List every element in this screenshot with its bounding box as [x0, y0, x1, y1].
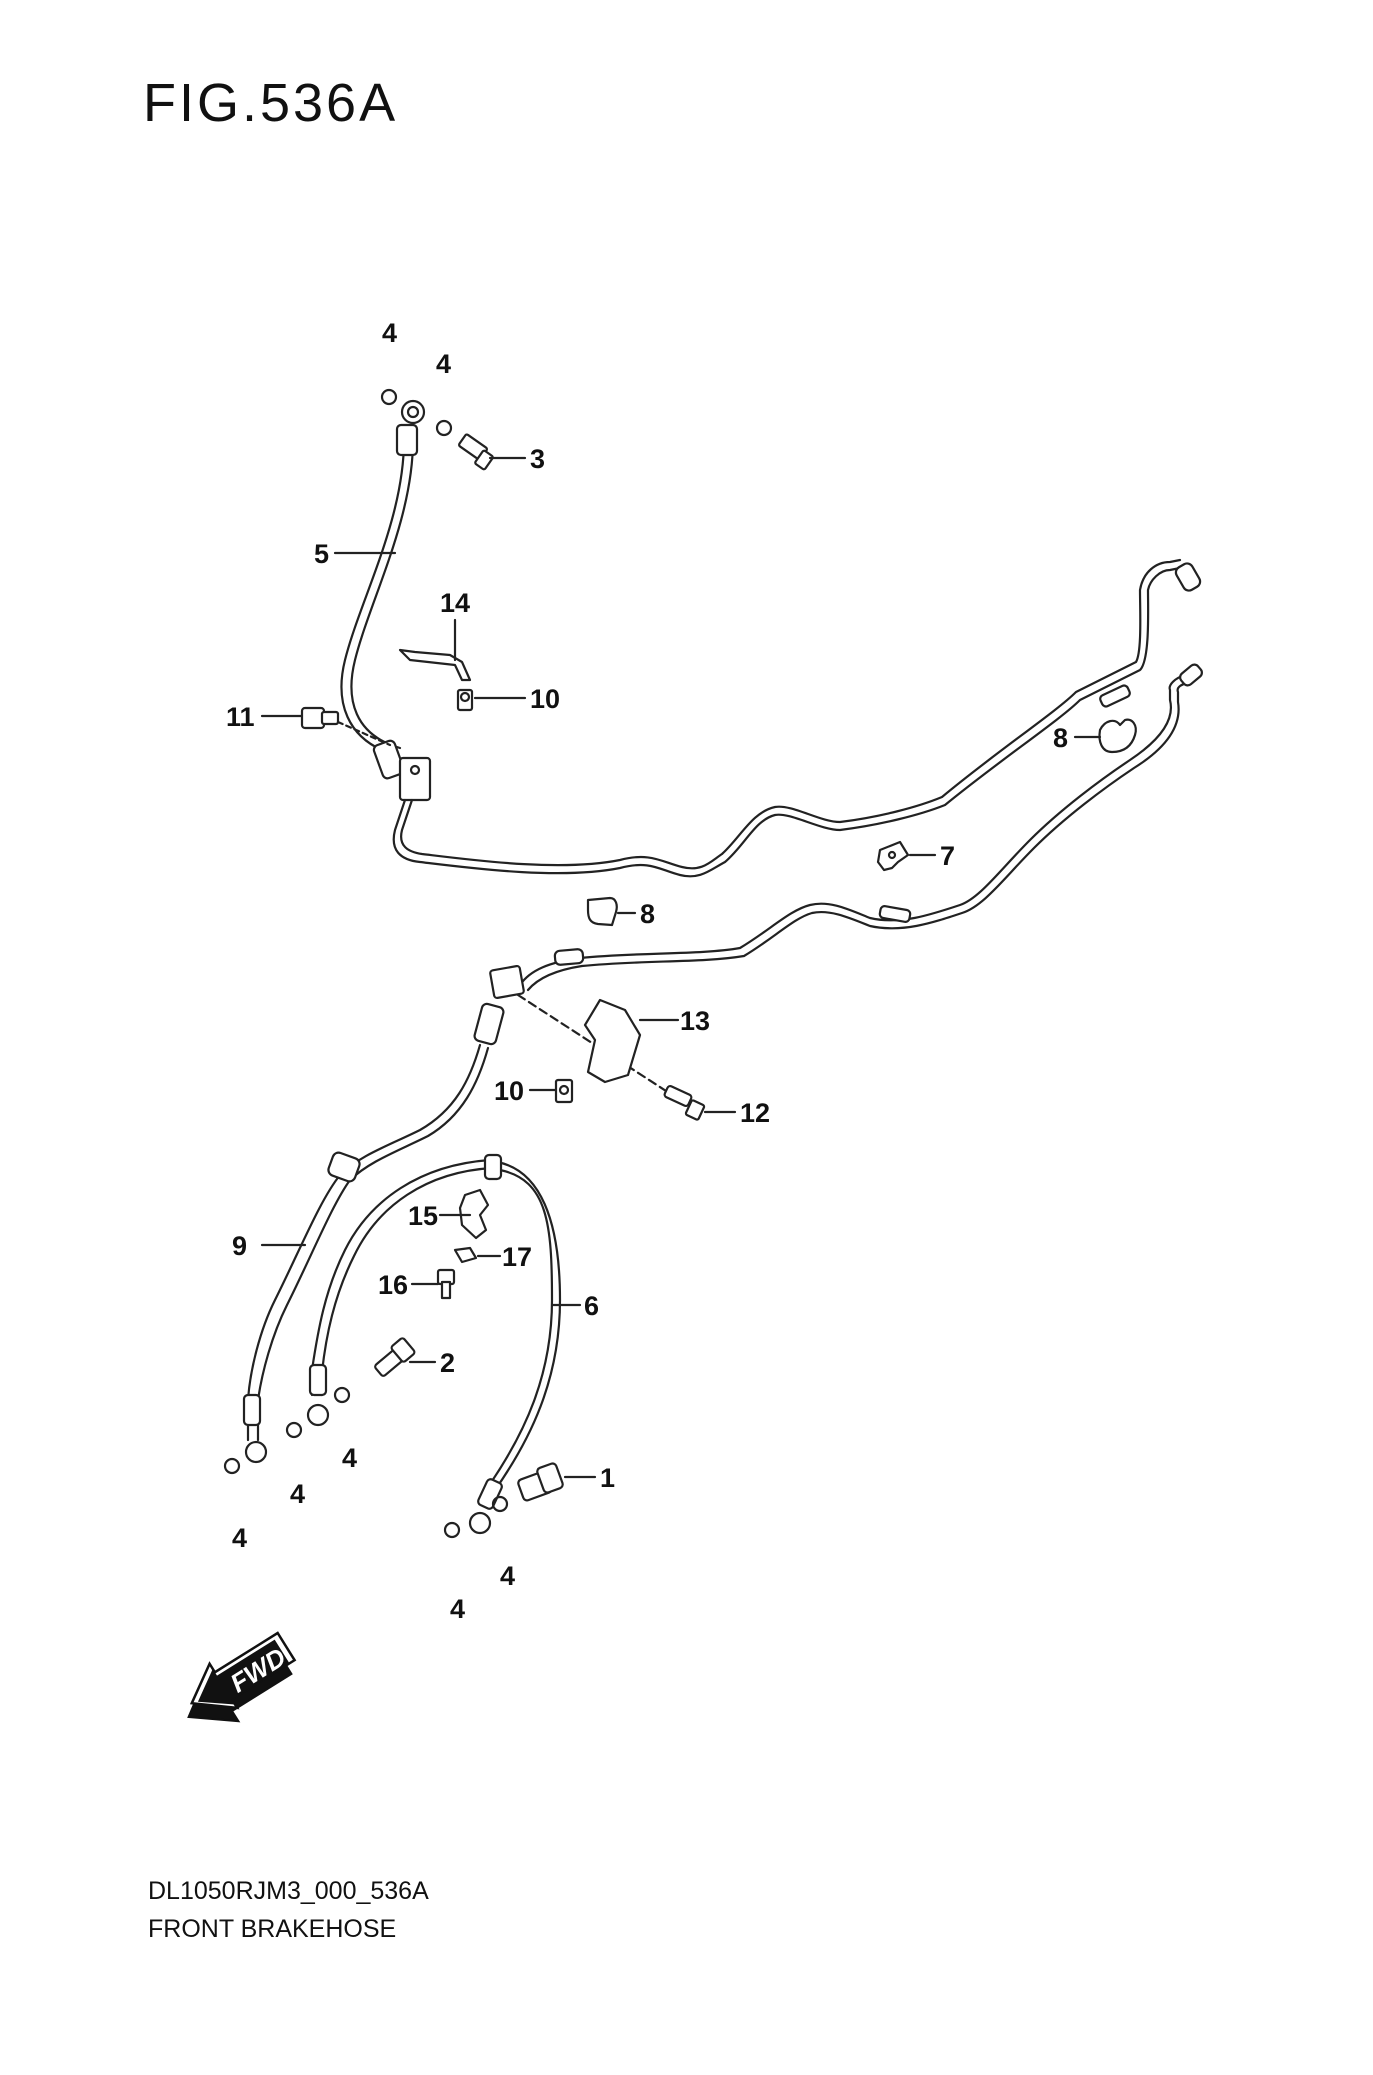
callout-label: 7: [940, 841, 955, 871]
callout-label: 1: [600, 1463, 615, 1493]
callout-label: 11: [226, 702, 255, 732]
hose-right-lower: [306, 1153, 562, 1535]
figure-code: DL1050RJM3_000_536A: [148, 1877, 429, 1905]
washer-icon: [285, 1421, 303, 1439]
junction-bracket-icon: [583, 998, 642, 1084]
bolt-icon: [663, 1084, 706, 1121]
callout-label: 3: [530, 444, 545, 474]
metal-brake-line-upper: [392, 566, 1182, 878]
callout-label: 2: [440, 1348, 455, 1378]
banjo-bolt-icon: [517, 1462, 564, 1502]
figure-title: FIG.536A: [143, 73, 399, 133]
banjo-bolt-icon: [374, 1337, 416, 1377]
callout-label: 16: [378, 1270, 408, 1300]
washer-icon: [223, 1457, 241, 1475]
clip-nut-icon: [453, 1246, 478, 1264]
callout-label: 14: [440, 588, 470, 618]
washer-icon: [491, 1495, 509, 1513]
screw-icon: [436, 1268, 456, 1300]
callout-label: 13: [680, 1006, 710, 1036]
callout-label: 12: [740, 1098, 770, 1128]
figure-name: FRONT BRAKEHOSE: [148, 1915, 397, 1943]
hose-left-lower: [242, 1043, 490, 1464]
callout-label: 10: [494, 1076, 524, 1106]
callout-label: 9: [232, 1231, 247, 1261]
callout-label: 6: [584, 1291, 599, 1321]
washer-icon: [443, 1521, 461, 1539]
callout-label: 4: [436, 349, 451, 379]
washer-icon: [380, 388, 398, 406]
callout-label: 10: [530, 684, 560, 714]
clamp-icon: [586, 896, 618, 927]
callout-label: 4: [290, 1479, 305, 1509]
junction-block-lower: [473, 964, 525, 1046]
washer-icon: [333, 1386, 351, 1404]
callout-label: 8: [640, 899, 655, 929]
callout-label: 4: [232, 1523, 247, 1553]
banjo-bolt-icon: [458, 433, 494, 471]
bracket-icon: [398, 648, 472, 682]
clamp-icon: [1098, 718, 1137, 754]
bleeder-bolt-icon: [300, 706, 340, 730]
callout-label: 5: [314, 539, 329, 569]
small-bolt-icon: [456, 688, 474, 712]
callout-label: 4: [382, 318, 397, 348]
line-clip-icon: [876, 840, 910, 872]
small-bolt-icon: [554, 1078, 574, 1104]
junction-block-upper: [398, 756, 432, 802]
hose-upper-left: [340, 399, 426, 780]
metal-brake-line-lower: [518, 673, 1187, 987]
callout-label: 4: [342, 1443, 357, 1473]
callout-label: 17: [502, 1242, 532, 1272]
forward-arrow-icon: FWD: [187, 1631, 297, 1723]
callout-label: 15: [408, 1201, 438, 1231]
washer-icon: [435, 419, 453, 437]
callout-label: 4: [500, 1561, 515, 1591]
callout-label: 4: [450, 1594, 465, 1624]
callout-label: 8: [1053, 723, 1068, 753]
hose-guide-icon: [458, 1188, 490, 1240]
